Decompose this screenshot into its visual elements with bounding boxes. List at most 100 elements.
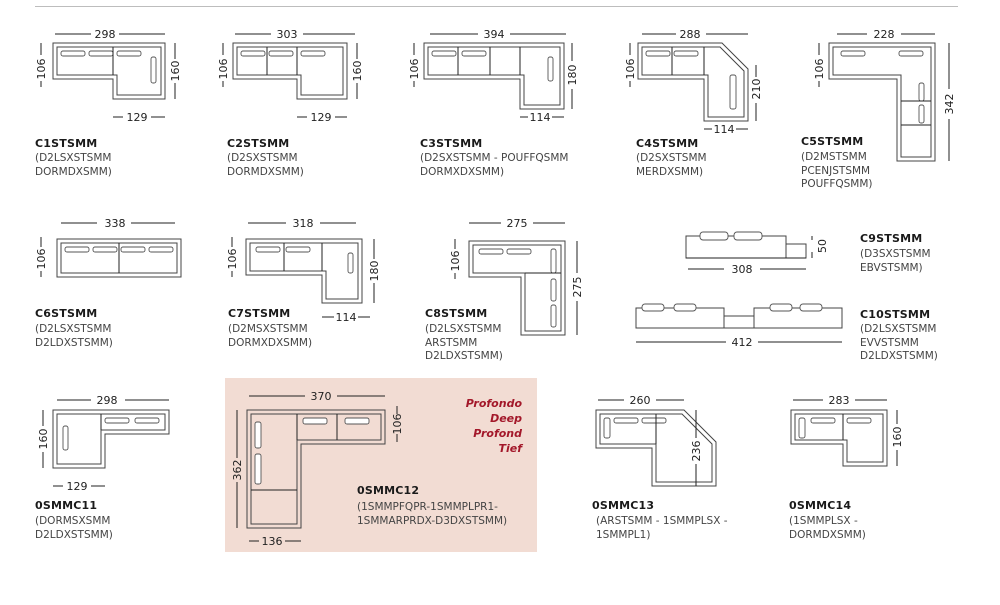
composition-0smmc11[interactable]: 298 160 129 0SMMC11 (DORMSXSMM D2LDXSTSM…: [35, 390, 195, 550]
c3-diagram: 394 106 180 114: [408, 28, 579, 124]
c2-base-label: 129: [311, 111, 332, 124]
c7-depth-label: 106: [226, 249, 239, 270]
c5-code: C5STSMM: [801, 135, 864, 148]
c5-width-label: 228: [874, 28, 895, 41]
m14-width-label: 283: [829, 394, 850, 407]
top-divider: [35, 6, 958, 7]
c1-code: C1STSMM: [35, 137, 98, 150]
c2-code: C2STSMM: [227, 137, 290, 150]
c4-depth-label: 106: [624, 59, 637, 80]
m12-width-label: 370: [311, 390, 332, 403]
c7-base-dim: 114: [322, 311, 370, 324]
c4-base-label: 114: [714, 123, 735, 136]
m14-length-label: 160: [891, 427, 904, 448]
c9-width-label: 308: [732, 263, 753, 276]
c8-length-label: 275: [571, 277, 584, 298]
m13-length-label: 236: [690, 441, 703, 462]
m11-diagram: 298 160 129: [37, 394, 170, 493]
c2-diagram: 303 106 160 129: [217, 28, 364, 124]
deep-label-de: Tief: [498, 442, 522, 455]
composition-c7[interactable]: 318 106 180 C7STSMM (D2MSXSTSMM DORMXDXS…: [226, 213, 393, 358]
c10-code: C10STSMM: [860, 308, 931, 321]
composition-c4[interactable]: 288 106 210 114 C4STSMM (D2SXSTSMM MERDX…: [624, 25, 786, 185]
c3-width-label: 394: [484, 28, 505, 41]
c1-desc: (D2LSXSTSMM DORMDXSMM): [35, 152, 112, 178]
c4-code: C4STSMM: [636, 137, 699, 150]
m14-desc: (1SMMPLSX - DORMDXSMM): [789, 515, 866, 541]
composition-c5[interactable]: 228 106 342 C5STSMM (D2MSTSMM PCENJSTSMM…: [801, 25, 961, 195]
c7-diagram: 318 106 180: [226, 217, 381, 304]
c4-length-label: 210: [750, 79, 763, 100]
c6-diagram: 338 106: [35, 217, 182, 278]
c1-length-label: 160: [169, 61, 182, 82]
deep-label-en: Deep: [490, 412, 522, 425]
c8-desc: (D2LSXSTSMM ARSTSMM D2LDXSTSMM): [425, 323, 503, 362]
c10-desc: (D2LSXSTSMM EVVSTSMM D2LDXSTSMM): [860, 323, 938, 362]
c7-width-label: 318: [293, 217, 314, 230]
c6-width-label: 338: [105, 217, 126, 230]
composition-0smmc12[interactable]: 370 106 362 136 0SMMC12 (1SMMPFQPR-1SMMP…: [225, 378, 537, 552]
c1-diagram: 298 106 160 129: [35, 28, 182, 124]
m14-code: 0SMMC14: [789, 499, 852, 512]
m11-length-label: 160: [37, 429, 50, 450]
c4-desc: (D2SXSTSMM MERDXSMM): [636, 152, 707, 178]
c5-desc: (D2MSTSMM PCENJSTSMM POUFFQSMM): [801, 151, 873, 190]
c10-width-label: 412: [732, 336, 753, 349]
c9-desc: (D3SXSTSMM EBVSTSMM): [860, 248, 931, 274]
m12-length-label: 362: [231, 460, 244, 481]
c2-width-label: 303: [277, 28, 298, 41]
m12-desc: (1SMMPFQPR-1SMMPLPR1- 1SMMARPRDX-D3DXSTS…: [357, 501, 508, 527]
c8-width-label: 275: [507, 217, 528, 230]
m11-width-label: 298: [97, 394, 118, 407]
c7-base-label: 114: [336, 311, 357, 324]
c9-code: C9STSMM: [860, 232, 923, 245]
composition-c2[interactable]: 303 106 160 129 C2STSMM (D2SXSTSMM DORMD…: [217, 25, 387, 185]
m13-diagram: 260 236: [595, 394, 717, 487]
c1-base-label: 129: [127, 111, 148, 124]
c3-base-label: 114: [530, 111, 551, 124]
c10-diagram: 412: [635, 303, 843, 349]
m13-code: 0SMMC13: [592, 499, 655, 512]
deep-label: Profondo Deep Profond Tief: [440, 396, 522, 456]
m13-width-label: 260: [630, 394, 651, 407]
composition-c3[interactable]: 394 106 180 114 C3STSMM (D2SXSTSMM - POU…: [408, 25, 610, 185]
deep-model-highlight: [225, 378, 537, 552]
composition-0smmc14[interactable]: 283 160 0SMMC14 (1SMMPLSX - DORMDXSMM): [789, 390, 959, 550]
composition-c8[interactable]: 275 106 275 C8STSMM (D2LSXSTSMM ARSTSMM …: [425, 213, 595, 368]
m11-desc: (DORMSXSMM D2LDXSTSMM): [35, 515, 113, 541]
composition-0smmc13[interactable]: 260 236 0SMMC13 (ARSTSMM - 1SMMPLSX - 1S…: [592, 390, 762, 550]
m13-desc: (ARSTSMM - 1SMMPLSX - 1SMMPL1): [596, 515, 728, 541]
m11-base-label: 129: [67, 480, 88, 493]
c1-width-label: 298: [95, 28, 116, 41]
c6-code: C6STSMM: [35, 307, 98, 320]
deep-label-it: Profondo: [465, 397, 522, 410]
c3-depth-label: 106: [408, 59, 421, 80]
c2-length-label: 160: [351, 61, 364, 82]
composition-c9[interactable]: 50 308 C9STSMM (D3SXSTSMM EBVSTSMM): [680, 222, 960, 282]
composition-c6[interactable]: 338 106 C6STSMM (D2LSXSTSMM D2LDXSTSMM): [35, 213, 195, 358]
c5-length-label: 342: [943, 94, 956, 115]
m12-depth-label: 106: [391, 414, 404, 435]
c9-height-label: 50: [816, 239, 829, 253]
c7-code: C7STSMM: [228, 307, 291, 320]
c4-diagram: 288 106 210 114: [624, 28, 763, 136]
m12-base-label: 136: [262, 535, 283, 548]
m14-diagram: 283 160: [790, 394, 904, 467]
c6-desc: (D2LSXSTSMM D2LDXSTSMM): [35, 323, 113, 349]
deep-label-fr: Profond: [473, 427, 522, 440]
c3-desc: (D2SXSTSMM - POUFFQSMM DORMXDXSMM): [420, 152, 569, 178]
c7-desc: (D2MSXSTSMM DORMXDXSMM): [228, 323, 313, 349]
c5-diagram: 228 106 342: [813, 28, 956, 162]
c8-code: C8STSMM: [425, 307, 488, 320]
c2-depth-label: 106: [217, 59, 230, 80]
composition-c10[interactable]: 412 C10STSMM (D2LSXSTSMM EVVSTSMM D2LDXS…: [630, 296, 960, 366]
m11-code: 0SMMC11: [35, 499, 98, 512]
c2-desc: (D2SXSTSMM DORMDXSMM): [227, 152, 304, 178]
c5-depth-label: 106: [813, 59, 826, 80]
c6-depth-label: 106: [35, 249, 48, 270]
c9-diagram: 50 308: [685, 231, 829, 276]
c3-code: C3STSMM: [420, 137, 483, 150]
c3-length-label: 180: [566, 65, 579, 86]
composition-c1[interactable]: 298 106 160 129 C1STSMM (D2LSXSTSMM DORM…: [35, 25, 195, 185]
c7-length-label: 180: [368, 261, 381, 282]
